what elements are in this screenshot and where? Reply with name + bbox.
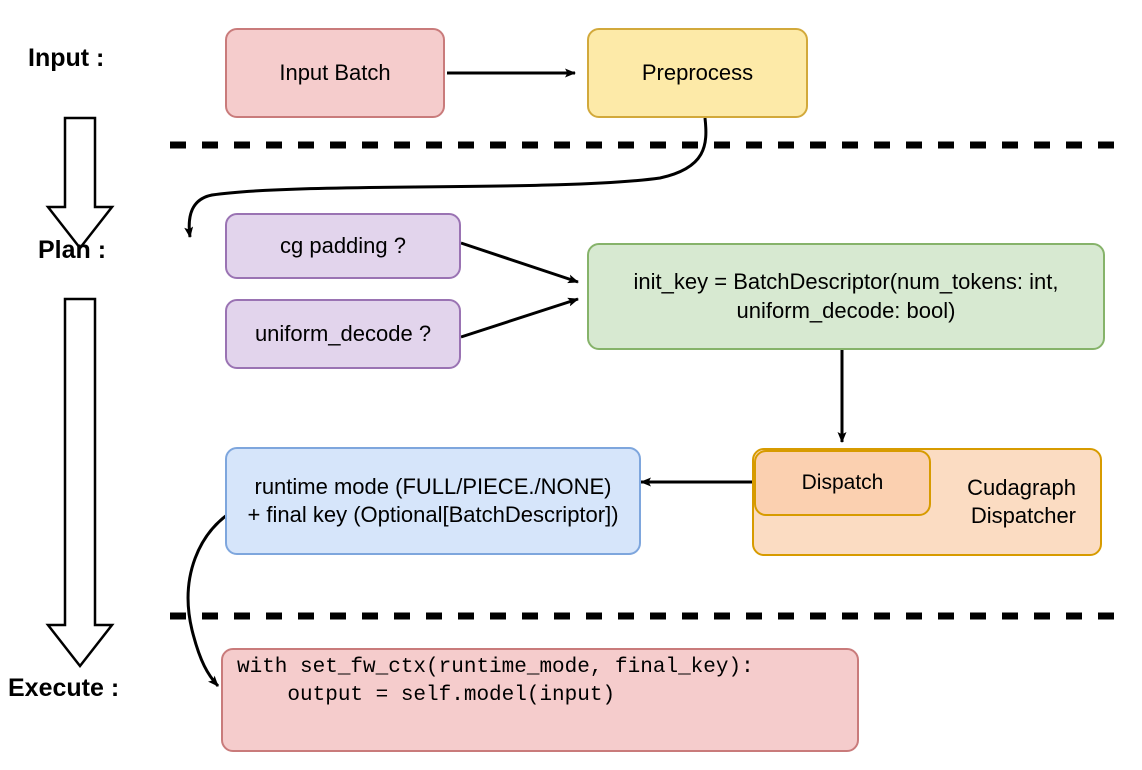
input-to-plan-flow-arrow [45, 116, 115, 251]
node-preprocess[interactable]: Preprocess [587, 28, 808, 118]
node-init-key[interactable]: init_key = BatchDescriptor(num_tokens: i… [587, 243, 1105, 350]
node-runtime-mode-label-line-2: + final key (Optional[BatchDescriptor]) [247, 502, 619, 527]
node-cudagraph-dispatcher-label-line-1: Cudagraph [967, 474, 1076, 500]
node-init-key-label-line-1: init_key = BatchDescriptor(num_tokens: i… [633, 269, 1059, 295]
node-execute-code-line-1: with set_fw_ctx(runtime_mode, final_key)… [237, 656, 754, 679]
node-preprocess-label: Preprocess [641, 59, 754, 85]
node-dispatch[interactable]: Dispatch [754, 450, 931, 516]
node-init-key-label-line-2: uniform_decode: bool) [736, 297, 956, 323]
node-input-batch[interactable]: Input Batch [225, 28, 445, 118]
node-input-batch-label: Input Batch [279, 59, 391, 85]
node-runtime-mode[interactable]: runtime mode (FULL/PIECE./NONE) + final … [225, 447, 641, 555]
node-cg-padding[interactable]: cg padding ? [225, 213, 461, 279]
node-execute-code-line-2: output = self.model(input) [237, 684, 616, 708]
node-cg-padding-label: cg padding ? [280, 232, 406, 258]
stage-label-input: Input : [28, 44, 105, 72]
node-runtime-mode-label-line-1: runtime mode (FULL/PIECE./NONE) [254, 473, 612, 499]
node-execute-code[interactable]: with set_fw_ctx(runtime_mode, final_key)… [221, 648, 859, 752]
stage-label-execute: Execute : [8, 674, 120, 702]
plan-to-execute-flow-arrow [45, 297, 115, 669]
stage-label-plan: Plan : [38, 236, 107, 264]
node-uniform-decode-label: uniform_decode ? [254, 320, 432, 346]
node-cudagraph-dispatcher-label-line-2: Dispatcher [970, 503, 1076, 528]
node-uniform-decode[interactable]: uniform_decode ? [225, 299, 461, 369]
edge-cg-padding-to-init-key [460, 241, 579, 284]
node-dispatch-label: Dispatch [801, 470, 884, 494]
edge-uniform-decode-to-init-key [460, 297, 579, 339]
